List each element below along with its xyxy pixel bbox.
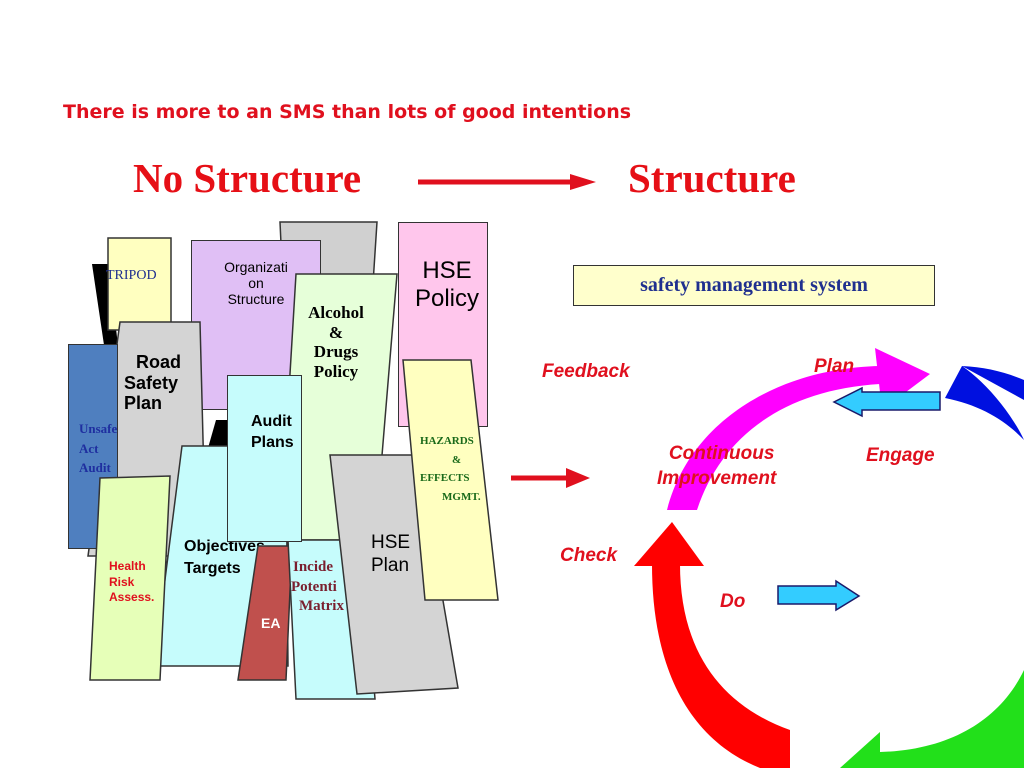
do-right-arrow bbox=[777, 579, 861, 612]
incident-line-2: Potenti bbox=[291, 578, 337, 595]
health-line-3: Assess. bbox=[109, 590, 155, 605]
do-label: Do bbox=[720, 591, 746, 612]
health-line-2: Risk bbox=[109, 574, 135, 589]
alcohol-line-4: Policy bbox=[313, 361, 359, 381]
road-line-1: Road bbox=[136, 352, 181, 372]
objectives-label: Objectives Targets bbox=[184, 536, 265, 581]
cycle-green-arrowhead bbox=[840, 732, 880, 768]
organization-line-3: Structure bbox=[227, 291, 285, 308]
hazards-line-4: MGMT. bbox=[442, 491, 481, 504]
continuous-improvement-label: Continuous Improvement bbox=[657, 442, 776, 491]
alcohol-label: Alcohol & Drugs Policy bbox=[295, 303, 377, 381]
hse-plan-line-1: HSE bbox=[371, 532, 411, 553]
engage-label: Engage bbox=[866, 445, 935, 466]
continuous-line-1: Continuous bbox=[668, 443, 775, 464]
hazards-line-3: EFFECTS bbox=[420, 472, 470, 485]
unsafe-line-3: Audit bbox=[79, 460, 111, 475]
cycle-magenta-arrow bbox=[667, 366, 880, 510]
sms-label-box: safety management system bbox=[573, 265, 935, 306]
engage-left-arrow bbox=[832, 386, 941, 418]
road-line-2: Safety bbox=[124, 372, 179, 393]
cycle-blue-arrow bbox=[945, 366, 1024, 440]
unsafe-line-2: Act bbox=[79, 440, 99, 456]
hse-plan-line-2: Plan bbox=[371, 554, 410, 576]
ea-label: EA bbox=[261, 615, 281, 631]
unsafe-line-1: Unsafe bbox=[79, 421, 118, 436]
hazards-label: HAZARDS & EFFECTS MGMT. bbox=[418, 432, 481, 507]
incident-line-1: Incide bbox=[293, 559, 334, 575]
incident-line-3: Matrix bbox=[299, 598, 344, 614]
hazards-line-2: & bbox=[452, 453, 462, 466]
cycle-red-arrow bbox=[652, 564, 790, 768]
hse-policy-line-2: Policy bbox=[414, 284, 480, 312]
check-label: Check bbox=[560, 545, 618, 566]
tripod-label: TRIPOD bbox=[106, 268, 157, 283]
incident-label: Incide Potenti Matrix bbox=[291, 558, 344, 617]
audit-plans-label: Audit Plans bbox=[251, 412, 294, 454]
audit-line-1: Audit bbox=[251, 413, 292, 430]
hazards-line-1: HAZARDS bbox=[420, 435, 474, 447]
health-line-1: Health bbox=[109, 559, 146, 573]
organization-line-2: on bbox=[248, 275, 264, 292]
plan-label: Plan bbox=[814, 356, 855, 377]
hse-policy-label: HSE Policy bbox=[405, 257, 489, 312]
road-line-3: Plan bbox=[124, 393, 163, 414]
cycle-red-arrowhead bbox=[634, 522, 704, 566]
audit-line-2: Plans bbox=[251, 433, 294, 451]
objectives-line-1: Objectives bbox=[184, 538, 265, 555]
slide-subtitle: There is more to an SMS than lots of goo… bbox=[63, 101, 632, 123]
cycle-green-arrow bbox=[880, 670, 1024, 768]
heading-structure: Structure bbox=[628, 155, 796, 201]
alcohol-line-3: Drugs bbox=[313, 342, 359, 362]
alcohol-line-2: & bbox=[328, 322, 344, 342]
continuous-line-2: Improvement bbox=[657, 467, 777, 489]
unsafe-label: Unsafe Act Audit bbox=[79, 419, 117, 478]
objectives-line-2: Targets bbox=[184, 560, 241, 578]
organization-label: Organizati on Structure bbox=[216, 259, 296, 307]
road-safety-label: Road Safety Plan bbox=[124, 352, 181, 414]
health-risk-label: Health Risk Assess. bbox=[109, 559, 154, 606]
hse-policy-line-1: HSE bbox=[422, 257, 472, 284]
organization-line-1: Organizati bbox=[224, 259, 288, 275]
audit-plans-card: Audit Plans bbox=[227, 375, 302, 542]
heading-no-structure: No Structure bbox=[133, 155, 362, 201]
hse-plan-label: HSE Plan bbox=[371, 532, 410, 578]
alcohol-line-1: Alcohol bbox=[308, 303, 364, 322]
feedback-label: Feedback bbox=[542, 361, 630, 382]
